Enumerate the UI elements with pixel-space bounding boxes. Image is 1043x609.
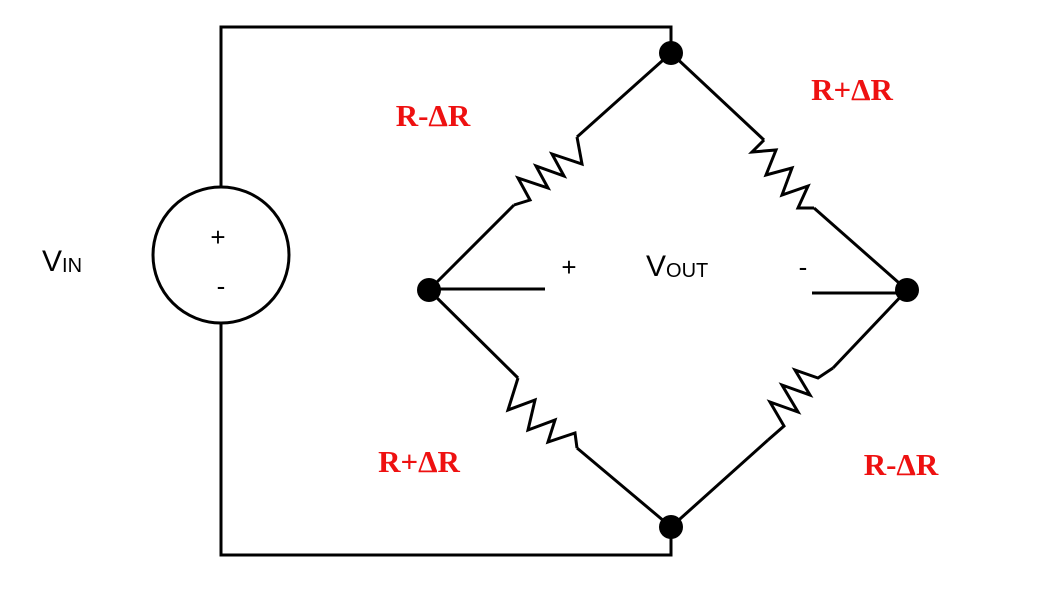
voltage-source-circle: [151, 185, 291, 325]
bottom-left-lead-bottom: [576, 446, 672, 529]
top-right-zigzag: [748, 138, 814, 210]
top-left-lead-top: [576, 51, 672, 139]
resistor-bottom-left: [427, 288, 672, 529]
bottom-right-lead-node: [831, 288, 909, 370]
label-top-left-resistor: R-ΔR: [396, 98, 471, 133]
top-left-zigzag: [513, 136, 584, 207]
node-bottom: [659, 515, 683, 539]
source-plus-sign: +: [210, 222, 225, 252]
resistor-top-left: [427, 51, 672, 292]
label-top-right-resistor: R+ΔR: [811, 72, 893, 107]
vout-minus-sign: -: [799, 252, 808, 282]
vout-label-subscript: OUT: [666, 260, 708, 282]
vin-label-subscript: IN: [62, 255, 82, 277]
vout-label-main: V: [646, 250, 666, 283]
vout-label: VOUT: [646, 250, 708, 283]
label-bottom-right-resistor: R-ΔR: [864, 447, 939, 482]
label-bottom-left-resistor: R+ΔR: [378, 444, 460, 479]
vin-label: VIN: [42, 245, 82, 278]
bottom-right-zigzag: [766, 366, 834, 442]
bottom-left-zigzag: [505, 377, 579, 449]
node-top: [659, 41, 683, 65]
vin-label-main: V: [42, 245, 62, 278]
supply-bottom-wire: [219, 322, 673, 557]
top-right-lead-node: [813, 206, 908, 292]
supply-wires: [219, 25, 673, 557]
voltage-source: + -: [151, 185, 291, 325]
resistor-top-right: [669, 51, 908, 292]
source-minus-sign: -: [217, 271, 226, 301]
bottom-left-lead-node: [427, 288, 520, 380]
supply-top-wire: [219, 25, 673, 187]
vout-plus-sign: +: [561, 252, 576, 282]
top-right-lead-top: [669, 51, 766, 142]
top-left-lead-node: [427, 203, 516, 292]
node-left: [417, 278, 441, 302]
node-right: [895, 278, 919, 302]
resistor-bottom-right: [669, 288, 909, 529]
bottom-right-lead-bottom: [669, 438, 770, 529]
